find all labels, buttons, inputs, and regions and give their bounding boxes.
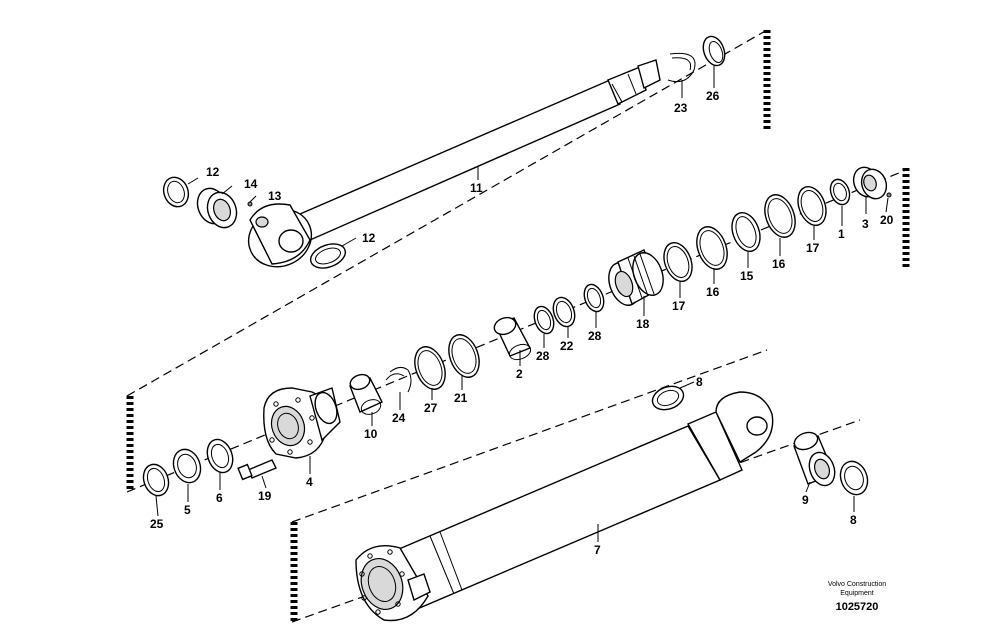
- ring-17-left: [663, 241, 693, 283]
- screw-20: [886, 192, 892, 198]
- label-13: 13: [268, 189, 282, 203]
- label-8-bottom: 8: [850, 513, 857, 527]
- snap-ring-24: [385, 366, 412, 393]
- part-labels: 1 2 3 4 5 6 7 8 8 9 10 11 12 12 13 14 15…: [150, 89, 894, 557]
- label-9: 9: [802, 493, 809, 507]
- piston-18: [608, 249, 664, 306]
- label-21: 21: [454, 391, 468, 405]
- boundary-frame-top: [126, 29, 910, 493]
- stamp-line-1: Volvo Construction: [828, 581, 886, 588]
- label-12-left: 12: [206, 165, 220, 179]
- label-7: 7: [594, 543, 601, 557]
- bushing-2: [493, 316, 532, 361]
- bushing-9: [793, 431, 836, 487]
- label-4: 4: [306, 475, 313, 489]
- stamp-drawing-id: 1025720: [836, 601, 879, 613]
- label-11: 11: [470, 181, 483, 195]
- cylinder-tube-7: [355, 391, 774, 622]
- label-24: 24: [392, 411, 406, 425]
- label-14: 14: [244, 177, 258, 191]
- ring-21: [448, 334, 480, 378]
- ring-22: [552, 296, 576, 328]
- ring-6: [206, 438, 234, 474]
- label-16-left: 16: [706, 285, 720, 299]
- label-15: 15: [740, 269, 754, 283]
- ring-27: [414, 346, 446, 390]
- label-5: 5: [184, 503, 191, 517]
- piston-rod: [299, 59, 661, 241]
- label-3: 3: [862, 217, 869, 231]
- ring-1: [829, 178, 851, 206]
- ring-5: [172, 448, 202, 484]
- drawing-stamp: Volvo Construction Equipment 1025720: [828, 581, 886, 613]
- ring-25: [142, 463, 170, 497]
- seal-ring-12-right: [309, 243, 347, 269]
- label-17-right: 17: [806, 241, 820, 255]
- ring-15: [731, 211, 761, 253]
- label-26: 26: [706, 89, 720, 103]
- label-19: 19: [258, 489, 272, 503]
- label-25: 25: [150, 517, 164, 531]
- rod-eye: [247, 203, 313, 268]
- label-6: 6: [216, 491, 223, 505]
- ring-17-right: [797, 185, 827, 227]
- bolt-19: [237, 459, 277, 481]
- snap-ring-23: [667, 52, 696, 83]
- leader-lines: [155, 66, 889, 542]
- ring-16-left: [696, 226, 728, 270]
- label-28-left: 28: [536, 349, 550, 363]
- bushing-14: [196, 187, 238, 229]
- label-20: 20: [880, 213, 894, 227]
- seal-ring-26: [702, 35, 726, 67]
- label-22: 22: [560, 339, 574, 353]
- label-1: 1: [838, 227, 845, 241]
- label-23: 23: [674, 101, 688, 115]
- label-27: 27: [424, 401, 438, 415]
- ring-8-bottom: [839, 460, 869, 496]
- label-12-right: 12: [362, 231, 376, 245]
- label-16-right: 16: [772, 257, 786, 271]
- label-2: 2: [516, 367, 523, 381]
- lube-nipple-13: [247, 201, 253, 207]
- label-18: 18: [636, 317, 650, 331]
- stamp-line-2: Equipment: [840, 590, 874, 597]
- ring-16-right: [764, 194, 796, 238]
- label-10: 10: [364, 427, 378, 441]
- bushing-10: [349, 373, 383, 415]
- ring-28-left: [533, 305, 555, 335]
- ring-28-right: [583, 283, 605, 313]
- label-28-right: 28: [588, 329, 602, 343]
- seal-ring-12-left: [162, 176, 190, 208]
- label-8-top: 8: [696, 375, 703, 389]
- label-17-left: 17: [672, 299, 686, 313]
- nut-3: [852, 166, 888, 200]
- ring-8-top: [651, 385, 685, 411]
- cylinder-head-4: [263, 387, 341, 459]
